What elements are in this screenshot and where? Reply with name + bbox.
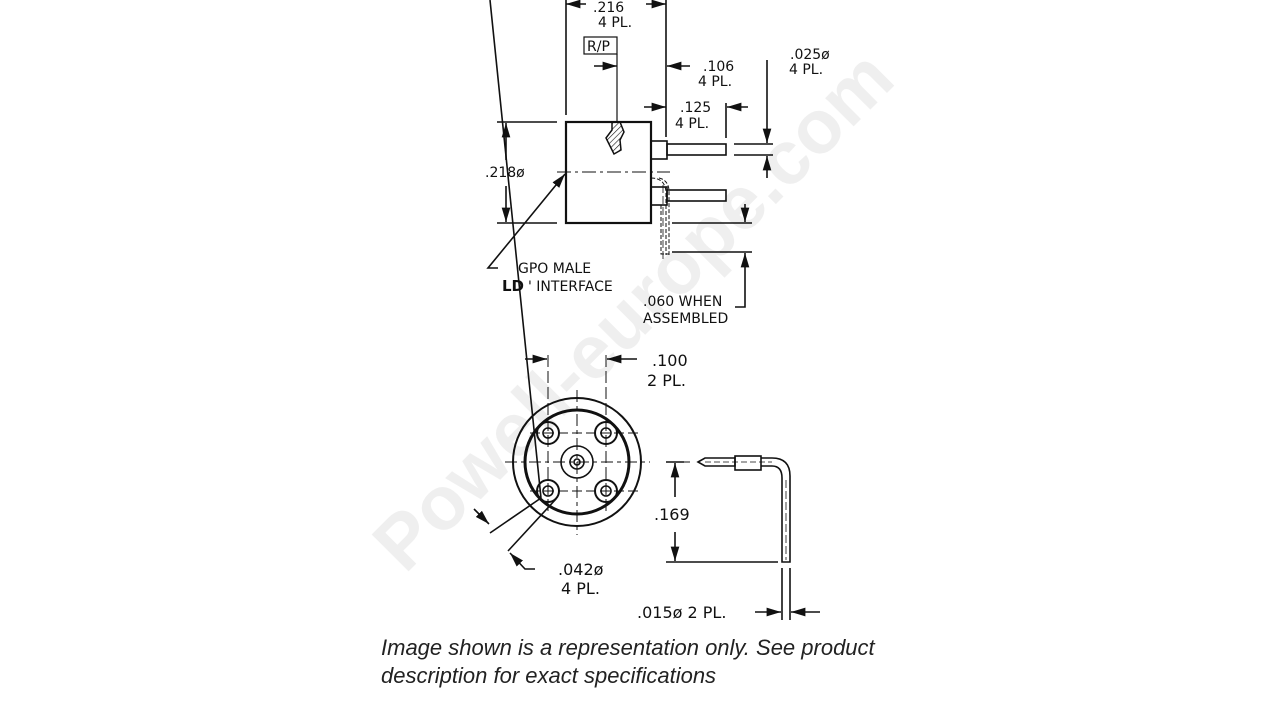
dim-125: .125 xyxy=(680,100,711,116)
dim-216: .216 xyxy=(593,0,624,16)
dim-125-qty: 4 PL. xyxy=(675,116,709,132)
assembled-line1: .060 WHEN xyxy=(643,294,722,310)
dim-106: .106 xyxy=(703,59,734,75)
watermark: Powell-europe.com xyxy=(357,34,910,587)
callout-gpo: GPO MALE xyxy=(518,261,591,277)
dim-169: .169 xyxy=(654,505,690,524)
dim-106-qty: 4 PL. xyxy=(698,74,732,90)
callout-interface: ' INTERFACE xyxy=(528,279,613,295)
dim-025-qty: 4 PL. xyxy=(789,62,823,78)
assembled-line2: ASSEMBLED xyxy=(643,311,728,327)
front-view xyxy=(473,0,820,620)
disclaimer-caption: Image shown is a representation only. Se… xyxy=(381,635,875,688)
side-view-labels: .216 4 PL. R/P .106 4 PL. .125 4 PL. .02… xyxy=(485,0,830,327)
front-view-labels: .100 2 PL. .042ø 4 PL. .169 .015ø 2 PL. xyxy=(558,351,726,622)
dim-015: .015ø 2 PL. xyxy=(637,603,726,622)
dim-100-qty: 2 PL. xyxy=(647,371,686,390)
dim-216-qty: 4 PL. xyxy=(598,15,632,31)
dim-218: .218ø xyxy=(485,165,525,181)
dim-042-qty: 4 PL. xyxy=(561,579,600,598)
side-view xyxy=(486,0,773,308)
dim-025: .025ø xyxy=(790,47,830,63)
dim-100: .100 xyxy=(652,351,688,370)
ref-label: R/P xyxy=(587,39,610,55)
dim-042: .042ø xyxy=(558,560,604,579)
